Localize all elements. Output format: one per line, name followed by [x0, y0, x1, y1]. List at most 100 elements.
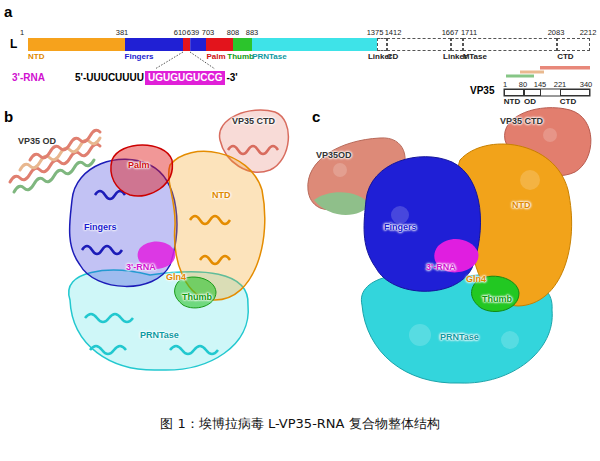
domain-label: Fingers: [125, 52, 154, 62]
highlighted-sequence: UGUGUGUCCG: [145, 71, 225, 85]
domain-bar-extra: [190, 38, 206, 51]
ribbon-structure: [10, 110, 288, 370]
vp35-ctd-ribbon: [228, 146, 278, 154]
domain-bar: [524, 89, 540, 96]
residue-number: 145: [534, 80, 547, 89]
panel-letter: b: [4, 108, 13, 126]
structure-label: 3'-RNA: [126, 262, 156, 273]
leader-line: [155, 52, 183, 69]
domain-segment: CTD: [557, 38, 590, 62]
vp35-chain-bars: [540, 66, 590, 70]
surface-texture: [543, 128, 557, 142]
structure-label: VP35 OD: [18, 136, 56, 147]
structure-label: 3'-RNA: [426, 262, 456, 273]
vp35-bar-outline: [504, 89, 590, 96]
structure-label: Thumb: [182, 292, 212, 303]
surface-texture: [501, 331, 519, 349]
structure-label: NTD: [212, 190, 231, 201]
domain-bar: [504, 89, 524, 96]
domain-label: PRNTase: [252, 52, 287, 62]
domain-bar: [463, 38, 558, 51]
figure-caption: 图 1：埃博拉病毒 L-VP35-RNA 复合物整体结构: [0, 416, 600, 432]
structure-label: VP35OD: [316, 150, 352, 161]
surface-texture: [333, 128, 557, 349]
fingers-ribbon: [82, 191, 125, 254]
residue-number: 381: [116, 28, 129, 37]
structure-label: Gln4: [466, 274, 486, 285]
domain-segment: OD: [524, 89, 540, 107]
panel-letter: c: [312, 108, 320, 126]
domain-label: CTD: [560, 97, 576, 107]
structure-label: Fingers: [384, 222, 417, 233]
domain-bar: [557, 38, 590, 51]
domain-label: NTD: [504, 97, 520, 107]
domain-label: CTD: [557, 52, 573, 62]
vp35-chain-bars: [520, 71, 544, 74]
residue-number: 883: [246, 28, 259, 37]
sequence-text: UGUGUGUCCG: [148, 72, 222, 84]
residue-number: 1375: [367, 28, 384, 37]
structure-label: Thumb: [482, 294, 512, 305]
structure-label: VP35 CTD: [500, 116, 543, 127]
domain-bar: [451, 38, 462, 51]
structure-label: NTD: [512, 200, 531, 211]
structure-label: PRNTase: [140, 330, 179, 341]
domain-label: Palm: [206, 52, 225, 62]
palm-ribbon: [111, 145, 173, 196]
residue-number: 2212: [580, 28, 597, 37]
vp35-bar-outline: [504, 89, 590, 96]
residue-number: 703: [202, 28, 215, 37]
domain-label: Thumb: [227, 52, 254, 62]
sequence-end: -3': [226, 72, 237, 84]
vp35-chain-bars: [506, 75, 534, 78]
structure-label: Palm: [128, 160, 150, 171]
domain-label: OD: [524, 97, 536, 107]
vp35-chain-bars: [506, 66, 590, 78]
prntase-ribbon: [85, 314, 218, 354]
surface-structure: [308, 108, 591, 383]
protein-name: L: [10, 37, 17, 51]
panel-letter: a: [4, 3, 12, 21]
domain-segment: PRNTase: [252, 38, 377, 62]
residue-number: 221: [554, 80, 567, 89]
domain-bar: [252, 38, 377, 51]
residue-number: 1711: [461, 28, 477, 37]
structure-label: VP35 CTD: [232, 116, 275, 127]
domain-bar-extra: [183, 38, 207, 51]
protein-name: VP35: [470, 85, 494, 97]
residue-number: 639: [187, 28, 200, 37]
domain-segment: MTase: [463, 38, 558, 62]
domain-segment: CTD: [560, 89, 590, 107]
residue-number: 610: [174, 28, 187, 37]
domain-label: CD: [387, 52, 399, 62]
domain-label: NTD: [28, 52, 44, 62]
domain-bar: [387, 38, 452, 51]
rna-name: 3'-RNA: [12, 72, 45, 84]
residue-number: 1: [503, 80, 507, 89]
domain-bar: [377, 38, 386, 51]
fingers-surface: [364, 157, 480, 292]
residue-number: 808: [227, 28, 240, 37]
residue-number: 80: [519, 80, 527, 89]
vp35-od-surface: [314, 192, 370, 215]
residue-number: 2083: [548, 28, 565, 37]
domain-bar: [206, 38, 233, 51]
sequence-text: 5'-UUUCUUUU: [75, 72, 144, 84]
structure-label: Gln4: [166, 272, 186, 283]
structure-label: Fingers: [84, 222, 117, 233]
domain-segment: Fingers: [125, 38, 183, 62]
residue-number: 1: [20, 28, 24, 37]
domain-bar: [28, 38, 125, 51]
domain-bar: [560, 89, 590, 96]
surface-texture: [333, 163, 347, 177]
domain-segment: CD: [387, 38, 452, 62]
residue-number: 1412: [385, 28, 402, 37]
domain-bar: [233, 38, 252, 51]
surface-texture: [520, 170, 540, 190]
ntd-ribbon: [190, 216, 230, 264]
domain-segment: NTD: [28, 38, 125, 62]
surface-texture: [409, 324, 431, 346]
residue-number: 1667: [442, 28, 459, 37]
surface-texture: [391, 206, 409, 224]
